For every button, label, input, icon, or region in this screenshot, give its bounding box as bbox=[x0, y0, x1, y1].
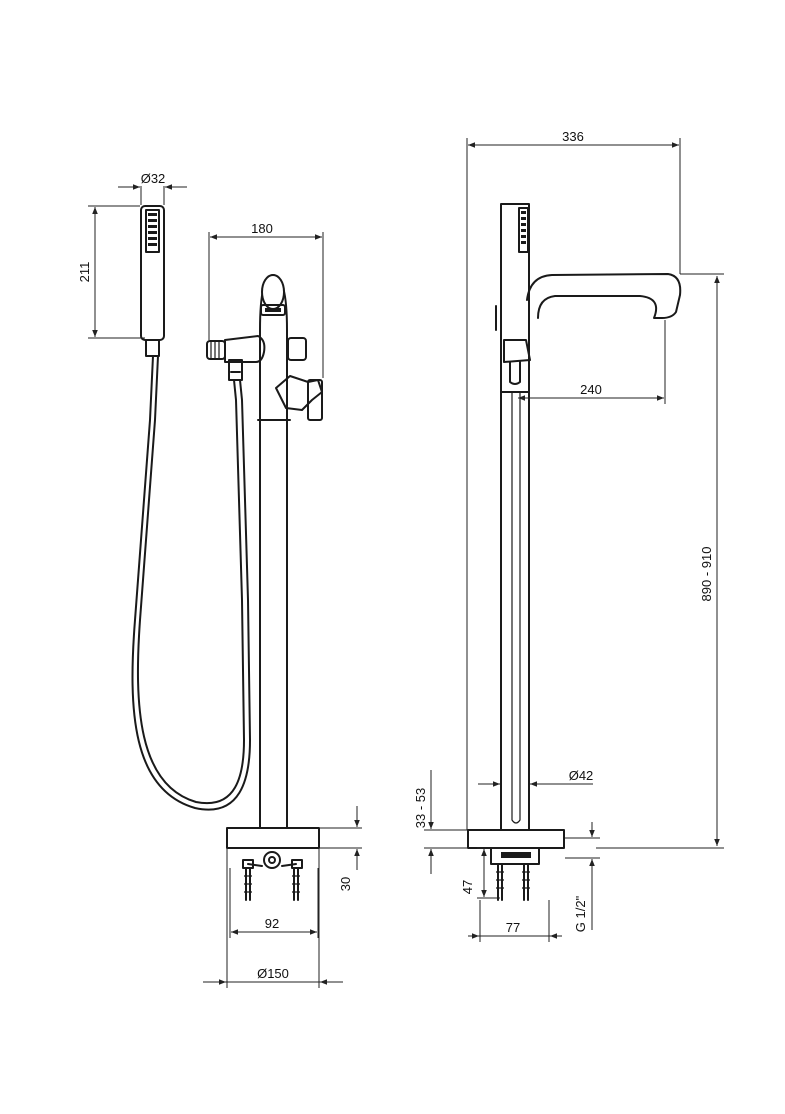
inlet-connectors bbox=[242, 851, 303, 901]
spout bbox=[526, 273, 682, 319]
hand-shower bbox=[140, 205, 165, 357]
mixer-column bbox=[257, 274, 291, 829]
base-plate-front bbox=[467, 829, 565, 849]
hand-shower-profile bbox=[500, 203, 530, 393]
shower-hose bbox=[131, 355, 251, 811]
dim-inlet-spacing-front: 77 bbox=[506, 920, 520, 935]
dimension-lines bbox=[88, 184, 362, 988]
dim-inlet-height: 47 bbox=[460, 880, 475, 894]
dim-hand-shower-length: 211 bbox=[77, 262, 92, 283]
dim-inlet-spacing-side: 92 bbox=[265, 916, 279, 931]
dim-floor-adjust: 33 - 53 bbox=[413, 788, 428, 828]
shower-holder bbox=[206, 335, 266, 381]
front-connectors bbox=[490, 847, 540, 901]
side-knob bbox=[287, 337, 307, 361]
side-view bbox=[88, 184, 362, 988]
dim-base-height: 30 bbox=[338, 877, 353, 891]
dimension-lines-right bbox=[424, 138, 724, 942]
dim-base-diameter: Ø150 bbox=[257, 966, 289, 981]
dim-hand-shower-diameter: Ø32 bbox=[141, 171, 166, 186]
front-view bbox=[424, 138, 724, 942]
dim-total-width: 336 bbox=[562, 129, 584, 144]
dim-column-diameter: Ø42 bbox=[569, 768, 594, 783]
dim-thread: G 1/2" bbox=[573, 895, 588, 932]
dim-side-width: 180 bbox=[251, 221, 273, 236]
dim-spout-reach: 240 bbox=[580, 382, 602, 397]
dim-total-height: 890 - 910 bbox=[699, 547, 714, 602]
mixer-lever bbox=[275, 375, 323, 421]
base-plate bbox=[226, 827, 320, 849]
